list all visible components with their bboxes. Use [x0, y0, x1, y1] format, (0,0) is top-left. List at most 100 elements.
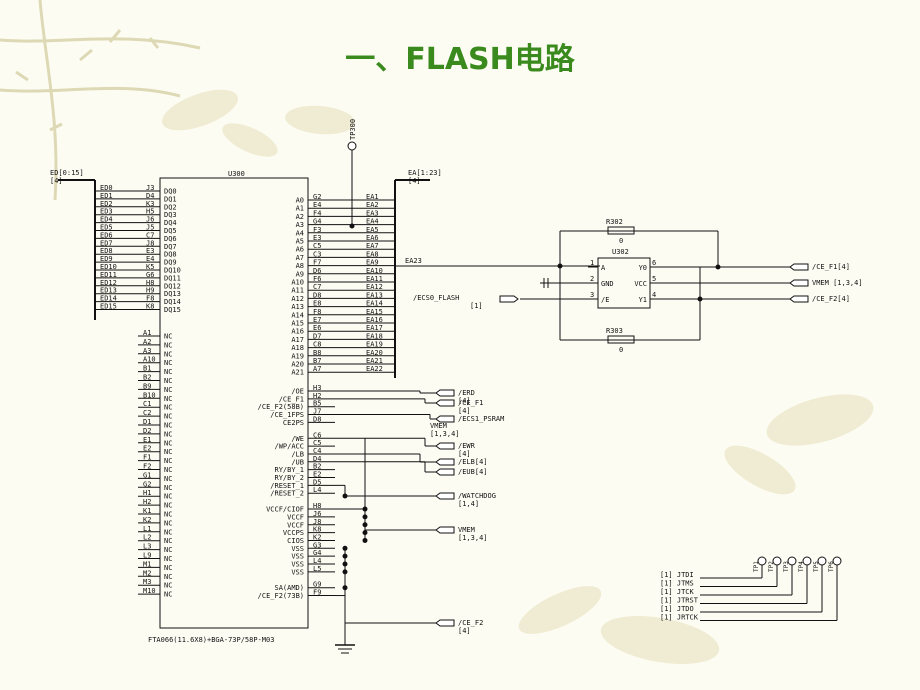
nc-pin-number: C1: [143, 400, 151, 408]
addr-pin-label: A11: [291, 287, 304, 295]
ctrl-pin-label: RY/BY_2: [274, 474, 304, 482]
jtag-net-label: [1] JRTCK: [660, 614, 699, 622]
r303-label: R303: [606, 327, 623, 335]
dq-pin-number: D4: [146, 192, 154, 200]
ctrl-pin-label: VSS: [291, 561, 304, 569]
ea-net-label: EA13: [366, 291, 383, 299]
vmem2-net-label: VMEM: [458, 526, 475, 534]
u302-left-pin-label: /E: [601, 296, 609, 304]
ed-bus-label: ED[0:15]: [50, 169, 84, 177]
ed-bus-ref: [4]: [50, 177, 63, 185]
ctrl-pin-number: B5: [313, 400, 321, 408]
ctrl-pin-number: L4: [313, 486, 321, 494]
addr-pin-number: E6: [313, 324, 321, 332]
nc-pin-label: NC: [164, 537, 172, 545]
ed-net-label: ED3: [100, 208, 113, 216]
dq-pin-number: K5: [146, 263, 154, 271]
ctrl-pin-label: VSS: [291, 568, 304, 576]
ea-net-label: EA2: [366, 201, 379, 209]
dq-pin-number: G6: [146, 271, 154, 279]
ed-net-label: ED4: [100, 216, 113, 224]
ctrl-pin-label: /RESET_1: [270, 482, 304, 490]
nc-pin-label: NC: [164, 511, 172, 519]
jtag-net-label: [1] JTDI: [660, 571, 694, 579]
addr-pin-label: A21: [291, 369, 304, 377]
ctrl-pin-label: /WP/ACC: [274, 443, 304, 451]
ed-net-label: ED9: [100, 255, 113, 263]
addr-pin-label: A5: [296, 238, 304, 246]
nc-pin-label: NC: [164, 413, 172, 421]
jtag-net-label: [1] JTRST: [660, 597, 699, 605]
eub-net-label: /EUB[4]: [458, 468, 488, 476]
dq-pin-number: H9: [146, 287, 154, 295]
nc-pin-label: NC: [164, 591, 172, 599]
ewr-net-label: /EWR: [458, 442, 476, 450]
addr-pin-label: A10: [291, 279, 304, 287]
vss-junction: [342, 585, 348, 591]
nc-pin-label: NC: [164, 395, 172, 403]
addr-pin-number: F7: [313, 259, 321, 267]
r302-body: [607, 226, 635, 235]
addr-pin-label: A16: [291, 328, 304, 336]
dq-pin-number: K8: [146, 303, 154, 311]
dq-pin-number: H8: [146, 279, 154, 287]
vss-junction: [342, 569, 348, 575]
nc-pin-number: K1: [143, 507, 151, 515]
nc-pin-number: D1: [143, 418, 151, 426]
dq-pin-label: DQ1: [164, 195, 177, 203]
dq-pin-label: DQ7: [164, 243, 177, 251]
ed-net-label: ED0: [100, 184, 113, 192]
ce-f2-net-port: [435, 619, 455, 627]
nc-pin-number: G1: [143, 471, 151, 479]
ed-net-label: ED8: [100, 247, 113, 255]
ctrl-pin-number: K8: [313, 526, 321, 534]
addr-pin-label: A19: [291, 352, 304, 360]
nc-pin-number: M10: [143, 587, 156, 595]
nc-pin-label: NC: [164, 475, 172, 483]
addr-pin-label: A15: [291, 320, 304, 328]
vmem1-label: VMEM: [430, 422, 447, 430]
erd-net-label: /ERD: [458, 389, 475, 397]
nc-pin-number: F1: [143, 454, 151, 462]
addr-pin-number: E8: [313, 300, 321, 308]
nc-pin-label: NC: [164, 386, 172, 394]
nc-pin-number: L2: [143, 534, 151, 542]
ctrl-pin-number: B2: [313, 463, 321, 471]
dq-pin-number: K3: [146, 200, 154, 208]
ed-net-label: ED2: [100, 200, 113, 208]
jtag-net-label: [1] JTDO: [660, 605, 694, 613]
ea-net-label: EA18: [366, 332, 383, 340]
dq-pin-label: DQ2: [164, 203, 177, 211]
ea-net-label: EA15: [366, 308, 383, 316]
ce-f2-net-label: /CE_F2: [458, 619, 483, 627]
ctrl-pin-number: D5: [313, 478, 321, 486]
ea-net-label: EA19: [366, 341, 383, 349]
addr-pin-label: A9: [296, 270, 304, 278]
nc-pin-label: NC: [164, 368, 172, 376]
vcc-junction: [362, 522, 368, 528]
ea-net-label: EA21: [366, 357, 383, 365]
r302-label: R302: [606, 218, 623, 226]
vss-junction: [342, 545, 348, 551]
addr-pin-label: A0: [296, 197, 304, 205]
ctrl-pin-label: CIOS: [287, 537, 304, 545]
ea-net-label: EA12: [366, 283, 383, 291]
jtag-tp-label: TP5: [813, 561, 820, 572]
ecs0-label: /ECS0_FLASH: [413, 294, 459, 302]
dq-pin-label: DQ8: [164, 251, 177, 259]
ctrl-pin-number: G9: [313, 581, 321, 589]
decorative-branches: [0, 0, 201, 201]
dq-pin-number: J3: [146, 184, 154, 192]
ctrl-pin-number: F9: [313, 589, 321, 597]
addr-pin-number: D6: [313, 267, 321, 275]
watchdog-net-ref: [1,4]: [458, 500, 479, 508]
dq-pin-number: F8: [146, 295, 154, 303]
ed-net-label: ED5: [100, 224, 113, 232]
nc-pin-number: H2: [143, 498, 151, 506]
page-title: 一、FLASH电路: [345, 42, 575, 77]
addr-pin-number: D8: [313, 291, 321, 299]
dq-pin-label: DQ11: [164, 274, 181, 282]
addr-pin-number: G4: [313, 218, 321, 226]
vss-junction: [342, 553, 348, 559]
ctrl-pin-number: H2: [313, 392, 321, 400]
